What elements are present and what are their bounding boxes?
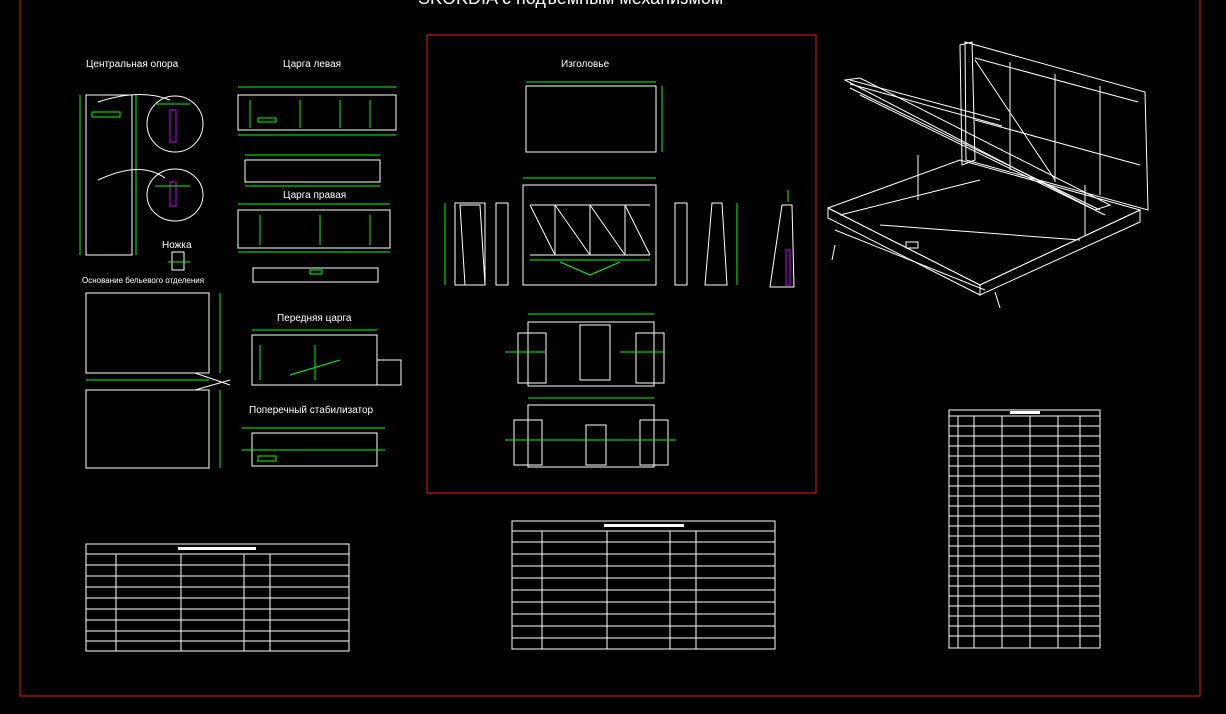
headboard-frame — [426, 34, 817, 494]
front-rail-drawing — [251, 329, 402, 386]
label-headboard: Изголовье — [561, 59, 610, 70]
drawing-title: SKOKDIA с подъемным механизмом — [418, 0, 723, 9]
label-right-rail: Царга правая — [283, 190, 347, 201]
spec-table-left — [85, 543, 350, 652]
spec-table-right — [948, 409, 1101, 649]
left-rail-drawing — [237, 86, 397, 187]
linen-base-drawing — [85, 292, 231, 469]
headboard-drawing — [444, 81, 795, 468]
label-cross-stabilizer: Поперечный стабилизатор — [249, 405, 374, 416]
central-support-drawing — [79, 93, 204, 256]
label-left-rail: Царга левая — [283, 59, 342, 70]
label-central-support: Центральная опора — [86, 59, 179, 70]
drawing-frame — [19, 0, 1201, 697]
spec-table-middle — [511, 520, 776, 650]
cross-stabilizer-drawing — [242, 427, 385, 467]
label-leg: Ножка — [162, 240, 192, 251]
label-front-rail: Передняя царга — [277, 313, 352, 324]
bed-3d-view — [826, 41, 1149, 309]
leg-drawing — [168, 251, 190, 271]
right-rail-drawing — [237, 203, 391, 283]
label-linen-base: Основание бельевого отделения — [82, 276, 205, 285]
